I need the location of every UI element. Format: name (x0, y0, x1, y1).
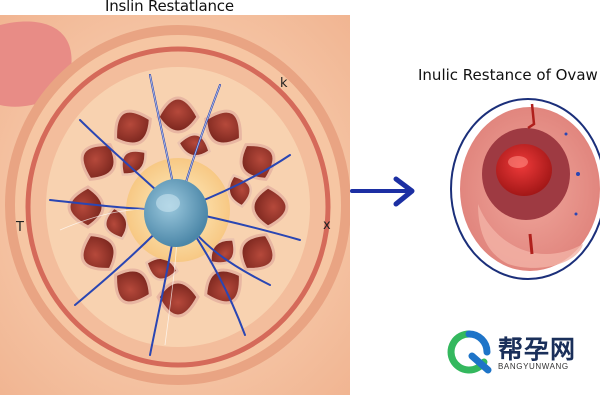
arrow-right-icon (350, 176, 415, 207)
left-title: Inslin Restatlance (105, 0, 234, 15)
label-x: x (323, 218, 331, 233)
ovary-illustration (450, 98, 600, 280)
logo-q-icon (447, 330, 492, 374)
nucleus-highlight (156, 194, 180, 212)
ovary-core (496, 144, 552, 196)
label-t: T (16, 220, 24, 235)
nucleus (144, 179, 208, 247)
brand-subtitle: BANGYUNWANG (498, 362, 569, 371)
ovary-dot (574, 212, 578, 216)
ovary-core-highlight (508, 156, 528, 168)
ovary-fold (478, 204, 583, 268)
ovary-dot (576, 172, 580, 176)
ovary-vessel-top (527, 103, 536, 130)
right-title: Inulic Restance of Ovaw (418, 66, 598, 84)
ovary-vessel-bottom (528, 233, 534, 255)
label-k: k (280, 76, 288, 91)
brand-name: 帮孕网 (498, 335, 577, 364)
ovary-dot (564, 132, 568, 136)
cell-cross-section-illustration (0, 15, 350, 395)
watermark-logo: 帮孕网 BANGYUNWANG (446, 330, 596, 374)
